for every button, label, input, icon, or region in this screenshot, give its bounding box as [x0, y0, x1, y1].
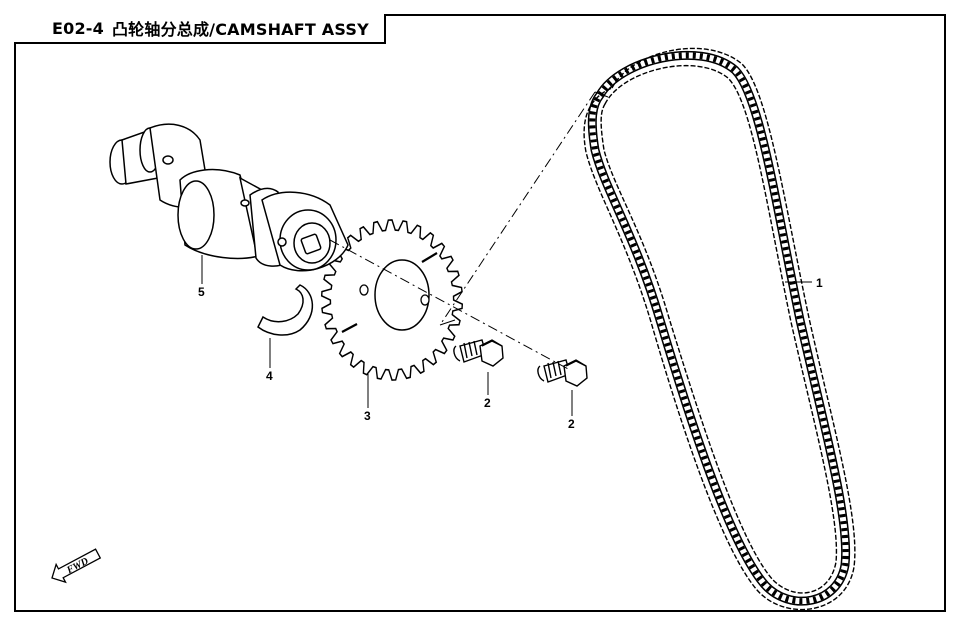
diagram-title: 凸轮轴分总成/CAMSHAFT ASSY: [111, 20, 369, 39]
callout-2-right: 2: [568, 417, 575, 431]
leader-lines: [201, 255, 812, 416]
timing-chain: [583, 47, 856, 611]
callout-2-left: 2: [484, 396, 491, 410]
callout-3: 3: [364, 409, 371, 423]
diagram-title-box: E02-4 凸轮轴分总成/CAMSHAFT ASSY: [14, 14, 386, 44]
callout-4: 4: [266, 369, 273, 383]
half-moon-plate: [257, 284, 314, 336]
diagram-code: E02-4: [52, 18, 104, 38]
callout-1: 1: [816, 276, 823, 290]
assembly-lines: [329, 91, 609, 371]
callout-labels: 1 2 2 3 4 5: [198, 276, 823, 431]
camshaft: [109, 123, 349, 272]
sprocket-bolt-left: [453, 339, 504, 367]
cam-sprocket: [320, 219, 464, 381]
sprocket-bolt-right: [537, 359, 588, 387]
callout-5: 5: [198, 285, 205, 299]
drawing-frame: [14, 14, 946, 612]
fwd-label: FWD: [64, 556, 90, 577]
fwd-arrow-icon: FWD: [51, 548, 102, 584]
